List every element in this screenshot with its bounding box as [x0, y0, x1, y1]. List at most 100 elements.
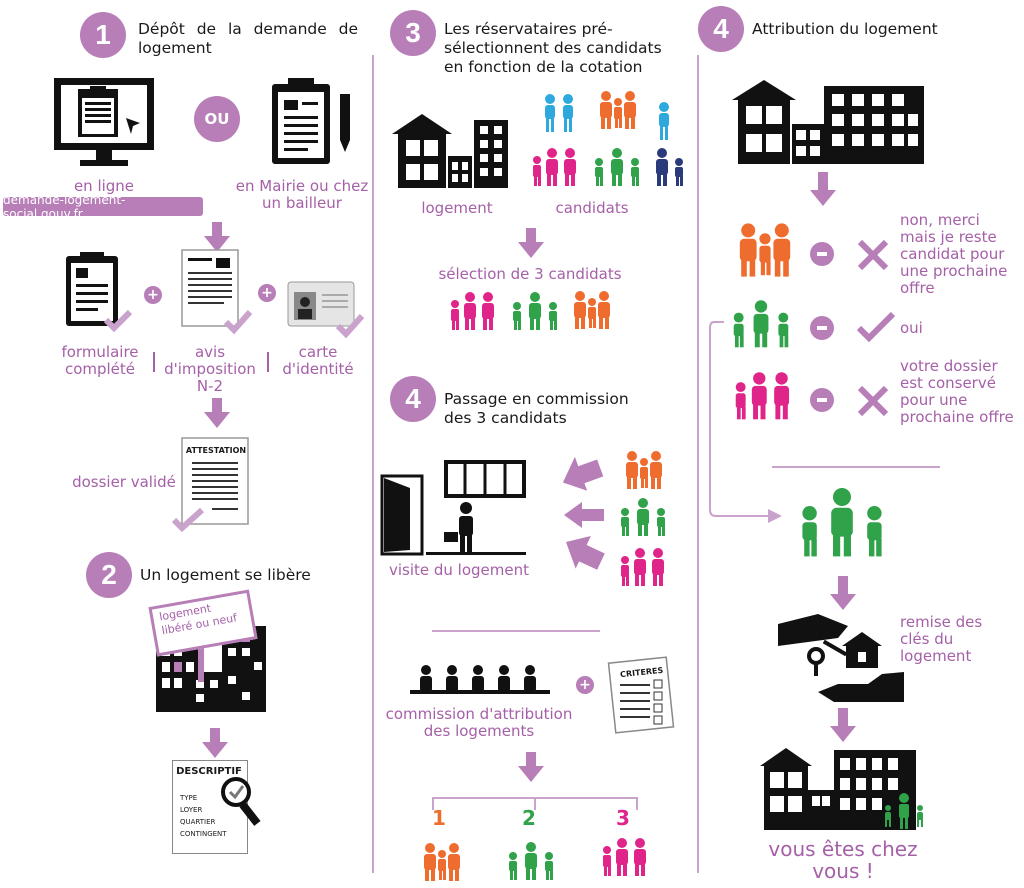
validated-label: dossier validé: [72, 473, 176, 491]
plus-icon: +: [576, 676, 594, 694]
attestation-doc-icon: [181, 437, 249, 525]
divider-bar: [153, 352, 155, 372]
descriptive-line-contingent: CONTINGENT: [180, 830, 227, 838]
family-icon-orange: [626, 451, 662, 489]
home-with-family-icon: [760, 748, 923, 830]
candidates-label: candidats: [555, 199, 629, 217]
step-2-badge: 2: [86, 552, 132, 598]
step-4-attribution-title: Attribution du logement: [752, 20, 938, 38]
outcome-kept-text: votre dossier est conservé pour une proc…: [900, 357, 1014, 426]
cross-icon: [857, 239, 889, 271]
descriptive-title: DESCRIPTIF: [176, 766, 242, 777]
family-icon-pink: [533, 148, 576, 186]
family-icon-pink: [603, 838, 646, 876]
step-2-title: Un logement se libère: [140, 566, 311, 584]
family-icon-green: [509, 842, 553, 880]
plus-icon: +: [258, 284, 276, 302]
down-arrow-icon: [518, 228, 544, 258]
family-icon-green: [513, 292, 557, 330]
housing-label: logement: [421, 199, 493, 217]
attestation-title: ATTESTATION: [185, 446, 247, 455]
rank-2: 2: [522, 806, 536, 830]
family-icon-green: [595, 148, 639, 186]
section-separator-col3: [772, 466, 940, 468]
down-arrow-icon: [810, 172, 836, 206]
divider-bar: [267, 352, 269, 372]
online-label: en ligne: [73, 177, 135, 195]
rank-3: 3: [616, 806, 630, 830]
family-icon-orange: [600, 91, 636, 129]
outcome-accepted-text: oui: [900, 319, 923, 337]
family-icon-pink: [621, 548, 664, 586]
mairie-label: en Mairie ou chez un bailleur: [235, 177, 369, 212]
id-card-icon: [287, 281, 365, 339]
family-icon-blue: [545, 94, 573, 132]
doc-label-id: carte d'identité: [282, 343, 354, 378]
minus-icon: [810, 316, 834, 340]
clipboard-pen-icon: [272, 78, 350, 164]
ranking-bracket: [432, 797, 638, 810]
or-circle: OU: [194, 96, 240, 142]
family-icon-green: [802, 488, 882, 557]
doc-label-tax: avis d'imposition N-2: [164, 343, 256, 395]
down-arrow-icon: [830, 576, 856, 610]
down-arrow-icon: [204, 222, 230, 252]
down-arrow-icon: [518, 752, 544, 782]
selection-label: sélection de 3 candidats: [438, 265, 622, 283]
housing-icon: [392, 114, 508, 188]
keys-label: remise des clés du logement: [900, 613, 983, 665]
website-url-badge[interactable]: demande-logement-social.gouv.fr: [3, 193, 203, 221]
visit-scene-icon: [380, 460, 526, 556]
descriptive-form: [172, 760, 248, 854]
column-separator-left: [372, 55, 374, 873]
minus-icon: [810, 242, 834, 266]
descriptive-line-type: TYPE: [180, 794, 198, 802]
family-icon-green: [733, 300, 789, 348]
arrow-left-icon: [565, 535, 605, 570]
step-1-badge: 1: [80, 12, 126, 58]
outcome-refused-text: non, merci mais je reste candidat pour u…: [900, 211, 1008, 297]
visit-label: visite du logement: [388, 561, 530, 579]
column-separator-right: [697, 55, 699, 873]
magnifier-icon: [221, 777, 261, 826]
doc-label-form: formulaire complété: [61, 343, 139, 378]
cross-icon: [857, 385, 889, 417]
attributed-housing-icon: [732, 80, 924, 164]
down-arrow-icon: [202, 728, 228, 758]
family-icon-orange: [424, 843, 460, 881]
form-complete-icon: [66, 252, 133, 333]
accepted-path-arrow: [709, 321, 782, 523]
step-4-attribution-badge: 4: [698, 6, 744, 52]
keys-handover-icon: [778, 614, 904, 702]
rank-1: 1: [432, 806, 446, 830]
plus-icon: +: [144, 286, 162, 304]
down-arrow-icon: [830, 708, 856, 742]
step-4-commission-title: Passage en commission des 3 candidats: [444, 390, 629, 427]
section-separator-col2: [432, 630, 600, 632]
person-icon-blue: [659, 102, 669, 140]
step-3-badge: 3: [390, 10, 436, 56]
tax-notice-icon: [181, 249, 253, 335]
descriptive-line-loyer: LOYER: [180, 806, 203, 814]
check-icon: [171, 507, 205, 533]
arrow-left-icon: [564, 502, 604, 528]
minus-icon: [810, 388, 834, 412]
commission-label: commission d'attribution des logements: [385, 705, 573, 740]
family-icon-navy: [656, 148, 683, 186]
step-3-title: Les réservataires pré-sélectionnent des …: [444, 20, 662, 76]
family-icon-orange: [574, 291, 610, 329]
family-icon-orange: [739, 223, 791, 277]
final-message: vous êtes chez vous !: [768, 837, 918, 883]
step-4-commission-badge: 4: [390, 376, 436, 422]
family-icon-pink: [735, 372, 790, 420]
down-arrow-icon: [204, 398, 230, 428]
sign-post: [198, 646, 204, 682]
check-icon: [856, 311, 896, 343]
criteria-doc-icon: [607, 656, 675, 734]
step-1-title: Dépôt de la demande de logement: [138, 20, 358, 57]
commission-icon: [410, 665, 550, 694]
family-icon-pink: [451, 292, 494, 330]
family-icon-green: [621, 498, 665, 536]
computer-icon: [54, 78, 154, 166]
descriptive-line-quartier: QUARTIER: [180, 818, 216, 826]
